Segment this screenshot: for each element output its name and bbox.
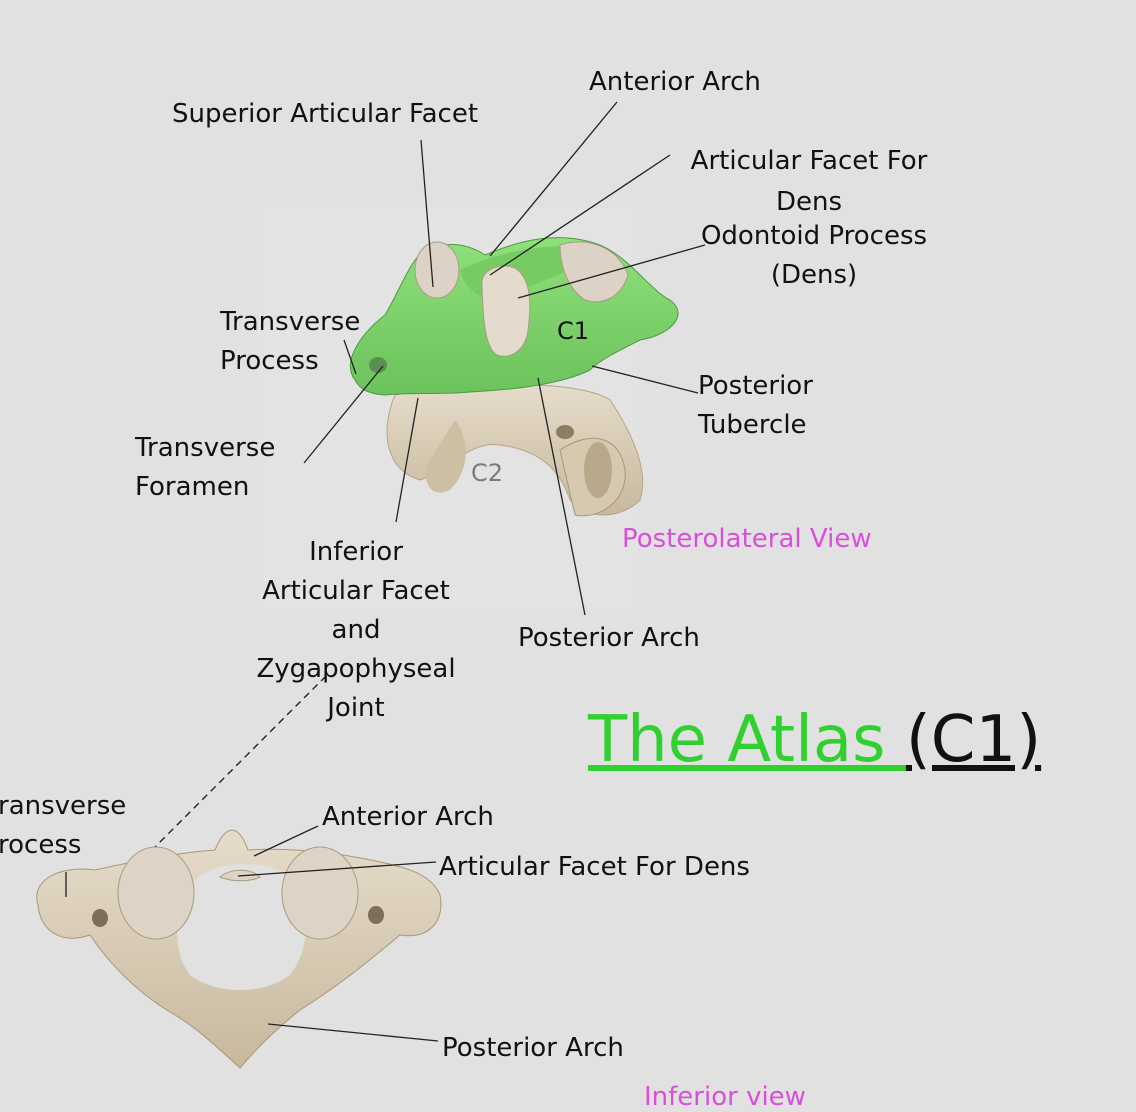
label-odontoid-process: Odontoid Process (Dens) [696,217,932,295]
page-title: The Atlas (C1) [588,700,1041,780]
transverse-foramen-shape [369,357,387,373]
label-transverse-process-bottom: ransverse rocess [0,787,126,865]
label-posterior-tubercle: Posterior Tubercle [698,367,813,445]
title-main: The Atlas [588,703,906,777]
label-anterior-arch-top: Anterior Arch [589,63,761,102]
label-posterior-arch-bottom: Posterior Arch [442,1029,624,1068]
caption-posterolateral-view: Posterolateral View [622,524,872,554]
label-articular-facet-for-dens-bottom: Articular Facet For Dens [439,848,750,887]
superior-articular-facet-shape [415,242,459,298]
dens-shape [482,266,530,356]
title-suffix: (C1) [906,703,1041,777]
label-superior-articular-facet: Superior Articular Facet [172,95,478,134]
label-posterior-arch-top: Posterior Arch [518,619,700,658]
label-articular-facet-for-dens-top: Articular Facet For Dens [684,142,934,222]
label-transverse-process-top: Transverse Process [220,303,360,381]
c2-label: C2 [471,459,503,487]
label-transverse-foramen: Transverse Foramen [135,429,275,507]
label-inferior-articular-facet: Inferior Articular Facet and Zygapophyse… [246,533,466,728]
label-anterior-arch-bottom: Anterior Arch [322,798,494,837]
c1-label: C1 [557,317,589,345]
